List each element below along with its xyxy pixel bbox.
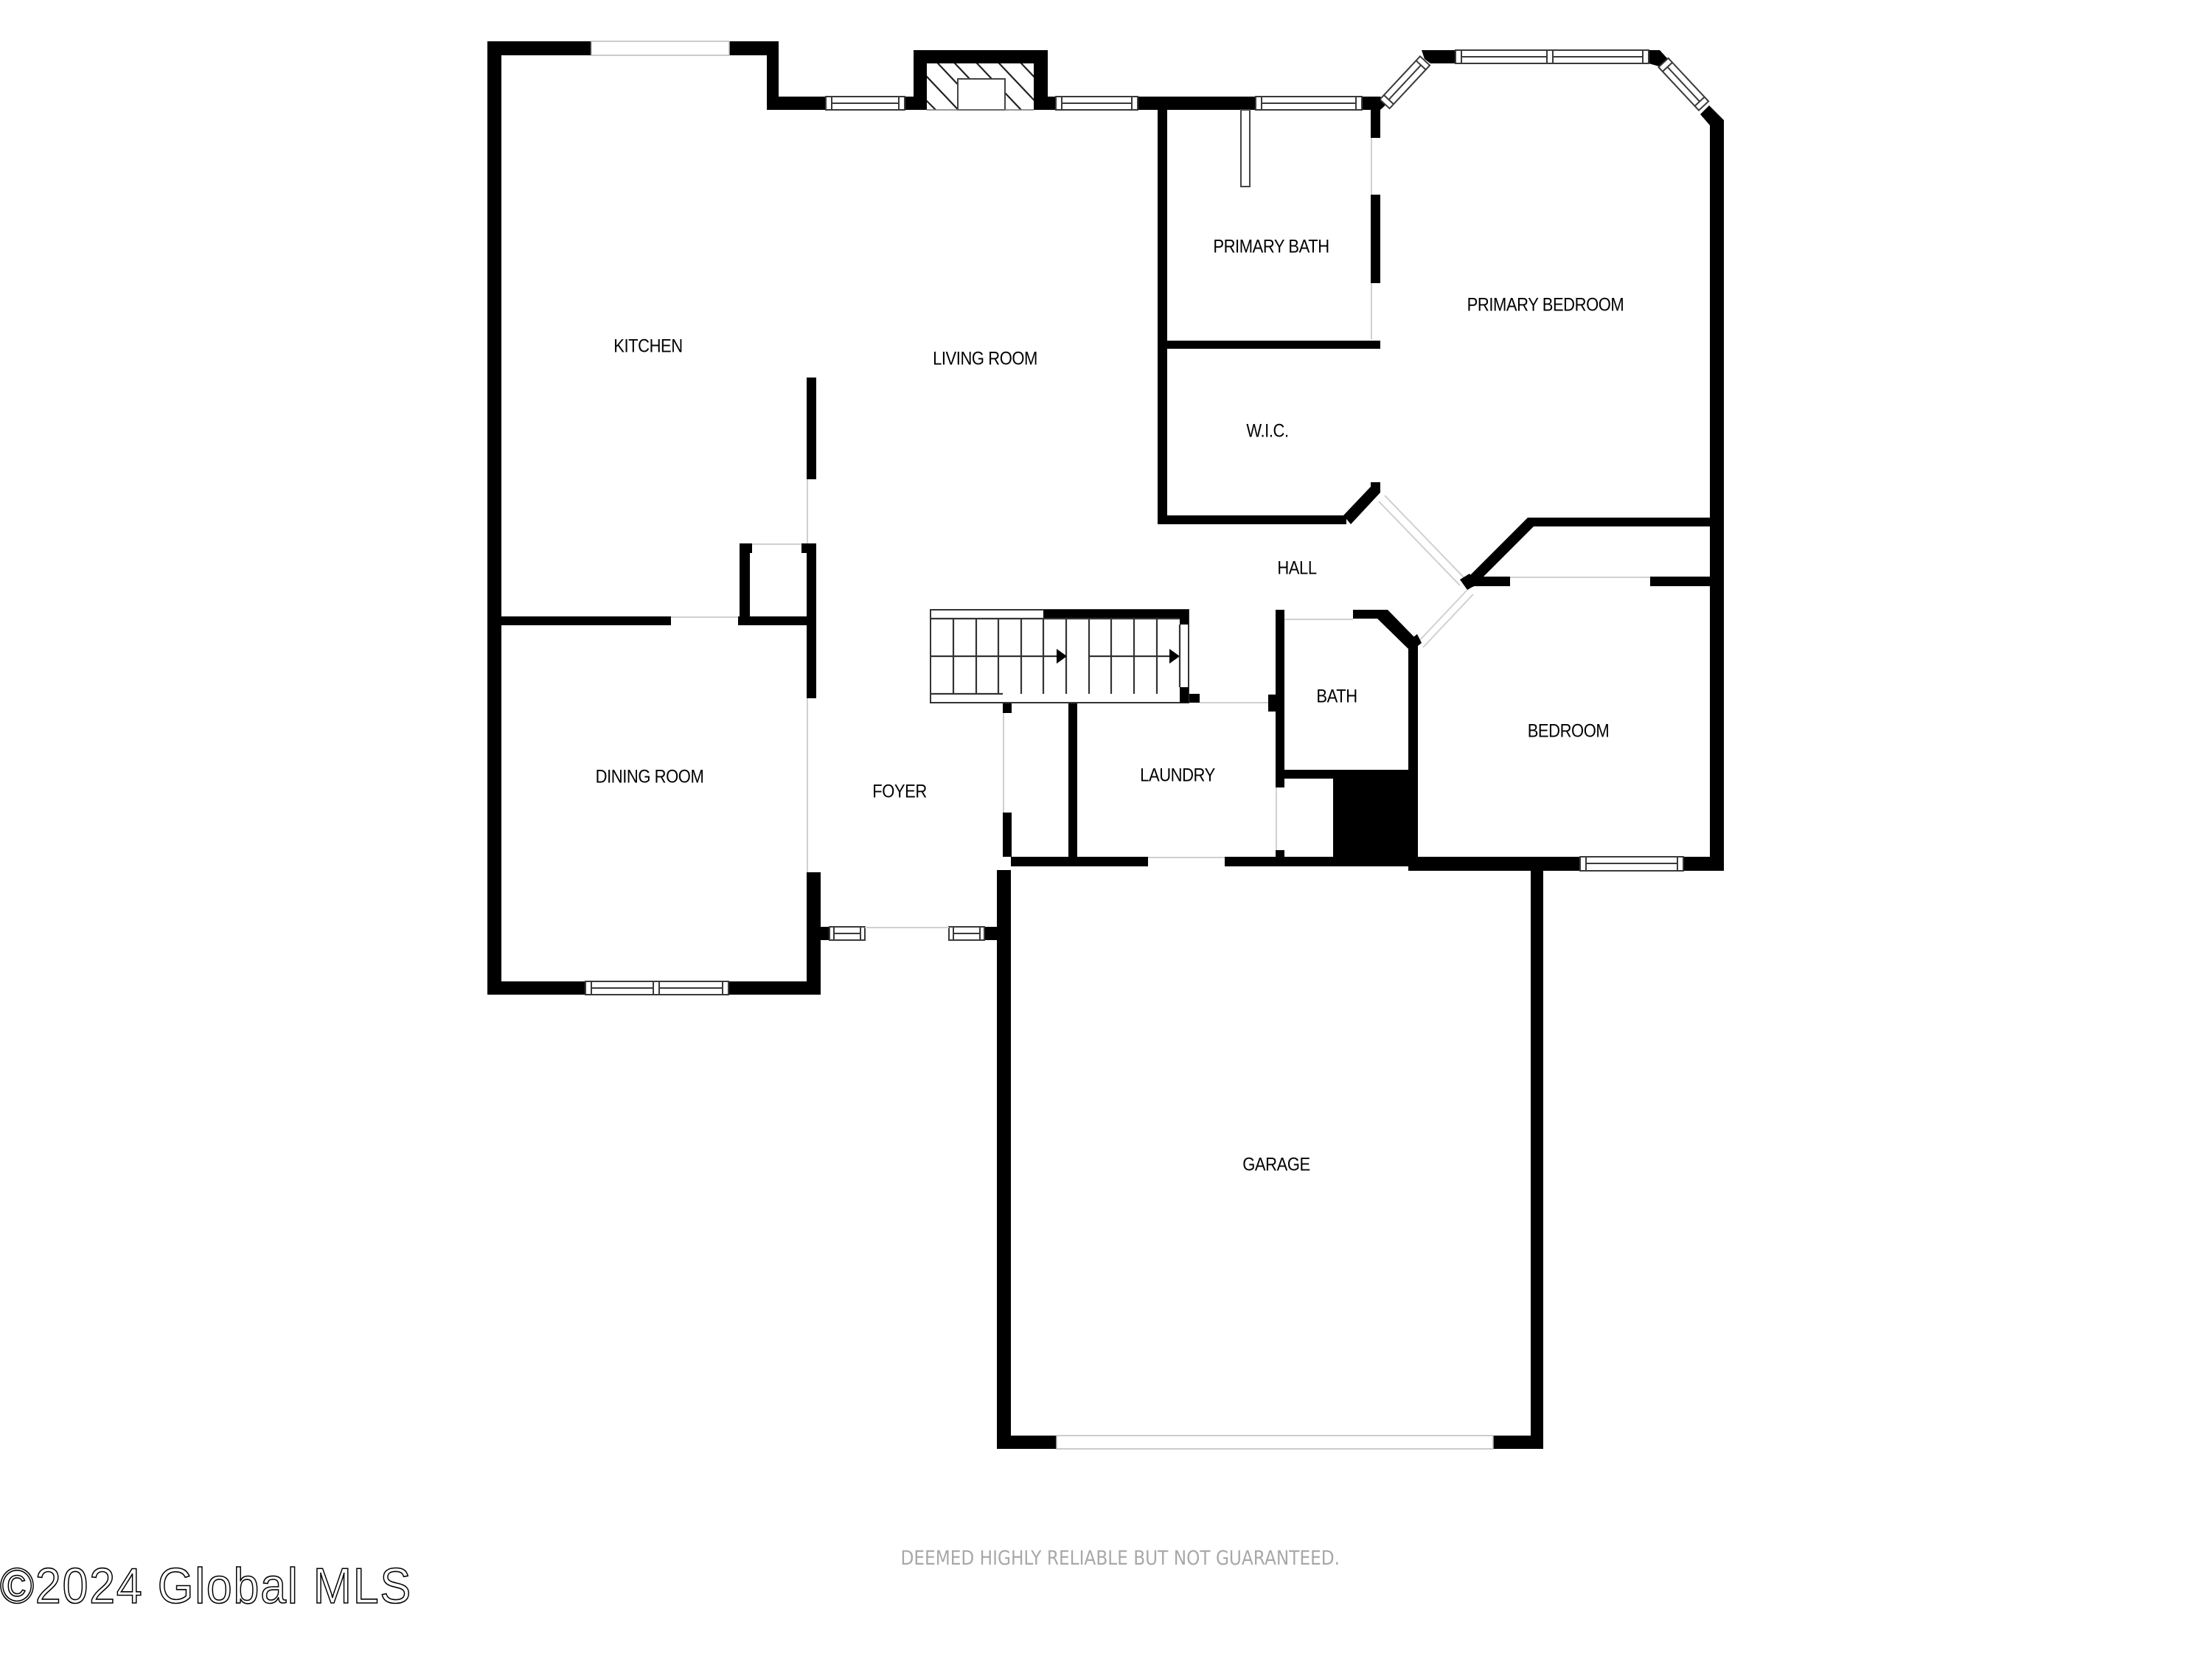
stairs-icon <box>930 609 1189 703</box>
room-label-bath: BATH <box>1314 686 1360 708</box>
room-label-text: BATH <box>1316 686 1357 707</box>
room-label-wic: W.I.C. <box>1243 421 1291 442</box>
room-label-text: HALL <box>1277 557 1317 579</box>
room-label-kitchen: KITCHEN <box>609 336 687 358</box>
room-label-garage: GARAGE <box>1238 1155 1315 1176</box>
room-label-text: PRIMARY BATH <box>1213 236 1329 257</box>
room-label-text: LIVING ROOM <box>933 348 1037 369</box>
fireplace-icon <box>927 63 1034 111</box>
room-label-text: PRIMARY BEDROOM <box>1467 294 1624 316</box>
room-label-foyer: FOYER <box>869 782 931 803</box>
room-label-hall: HALL <box>1275 558 1320 580</box>
disclaimer-label: DEEMED HIGHLY RELIABLE BUT NOT GUARANTEE… <box>900 1547 1340 1570</box>
interior-walls <box>487 97 1710 872</box>
room-label-laundry: LAUNDRY <box>1135 765 1220 787</box>
room-label-text: BEDROOM <box>1527 720 1610 742</box>
room-label-bedroom: BEDROOM <box>1522 721 1615 742</box>
arrow-right-icon <box>1089 649 1180 664</box>
windows <box>585 41 1710 1450</box>
room-label-text: GARAGE <box>1242 1154 1310 1175</box>
room-label-primary-bath: PRIMARY BATH <box>1206 237 1338 258</box>
room-label-text: DINING ROOM <box>595 766 704 787</box>
exterior-walls <box>487 41 1724 1449</box>
room-label-text: KITCHEN <box>613 335 683 357</box>
room-label-text: W.I.C. <box>1246 420 1289 442</box>
watermark-label: ©2024 Global MLS <box>0 1557 412 1615</box>
room-label-dining-room: DINING ROOM <box>588 767 712 788</box>
room-label-text: LAUNDRY <box>1140 765 1215 786</box>
room-label-primary-bedroom: PRIMARY BEDROOM <box>1456 295 1635 316</box>
room-label-living-room: LIVING ROOM <box>925 349 1044 370</box>
disclaimer-text: DEEMED HIGHLY RELIABLE BUT NOT GUARANTEE… <box>851 1547 1389 1570</box>
arrow-right-icon <box>931 649 1067 664</box>
room-label-text: FOYER <box>872 781 927 802</box>
copyright-watermark: ©2024 Global MLS <box>0 1557 448 1615</box>
